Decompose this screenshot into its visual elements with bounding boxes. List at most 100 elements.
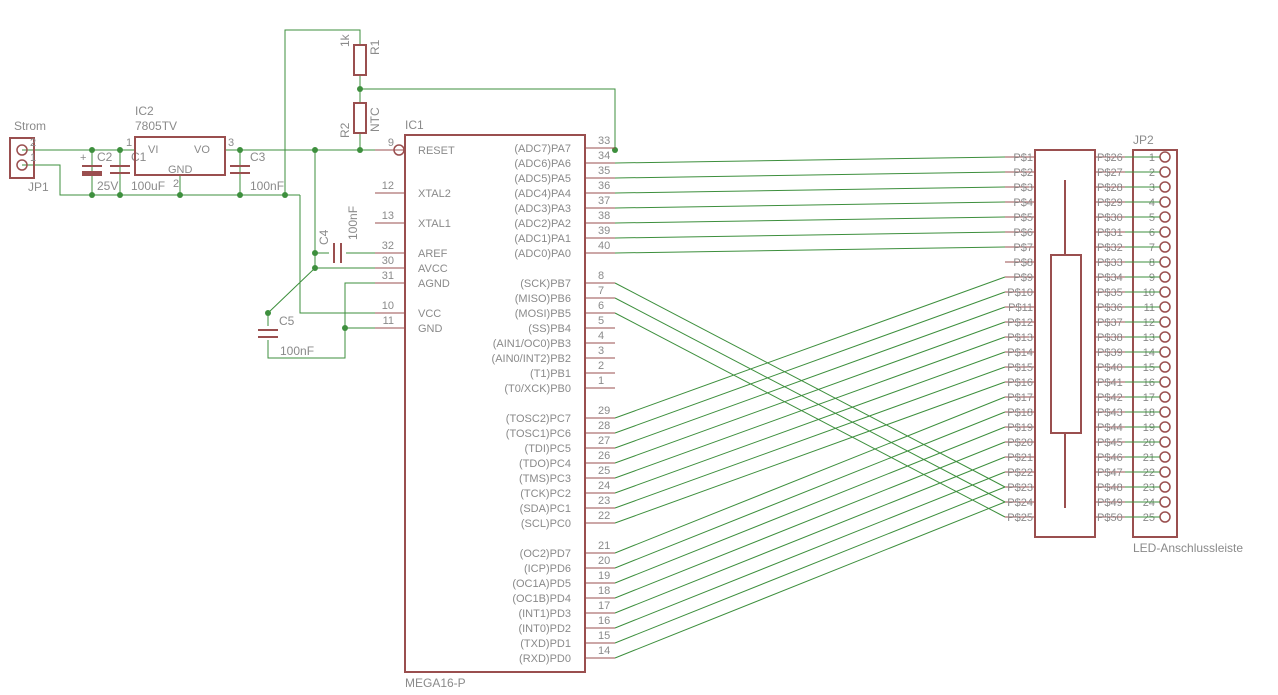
jp2-pin-number: 7 (1149, 242, 1155, 254)
ic1-pin-number: 21 (598, 540, 610, 552)
c2-value: 25V (97, 179, 118, 193)
ic1-pin-number: 23 (598, 495, 610, 507)
r1-value: 1k (338, 33, 352, 47)
c4-name: C4 (317, 229, 331, 245)
jp2-pin-circle (1159, 196, 1171, 208)
capacitor-c3: C3 100nF (230, 150, 284, 193)
jp2-pin-number: 9 (1149, 272, 1155, 284)
led-array-pin-label: P$14 (1007, 347, 1033, 359)
jp2-pin-circle (1159, 316, 1171, 328)
ic1-pin-label: AREF (418, 248, 448, 260)
c1-name: C1 (131, 150, 147, 164)
signal-wire (614, 156, 1006, 164)
ic1-pin-label: (SS)PB4 (528, 323, 571, 335)
capacitor-c2: + C2 25V (80, 150, 118, 193)
led-array-pin-label: P$45 (1097, 437, 1123, 449)
c5-name: C5 (279, 314, 295, 328)
led-array-pin-label: P$23 (1007, 482, 1033, 494)
led-array-pin-label: P$27 (1097, 167, 1123, 179)
jp2-pin-circle (1159, 361, 1171, 373)
ic1-pin-number: 4 (598, 330, 604, 342)
ic1-pin-number: 7 (598, 285, 604, 297)
ic1-pin-number: 18 (598, 585, 610, 597)
signal-wire (614, 366, 1006, 509)
led-array-pin-label: P$30 (1097, 212, 1123, 224)
jp2-pin-number: 25 (1143, 512, 1155, 524)
ic1-pin-number: 39 (598, 225, 610, 237)
jp2-pin-number: 11 (1144, 302, 1155, 314)
led-array-pin-label: P$28 (1097, 182, 1123, 194)
jp2-pin-number: 17 (1143, 392, 1155, 404)
ic1-pin-number: 29 (598, 405, 610, 417)
c2-name: C2 (97, 150, 113, 164)
ic1-pin-number: 15 (598, 630, 610, 642)
jp2-pin-circle (1159, 151, 1171, 163)
signal-wire (614, 306, 1006, 449)
ic1-pin-label: (SCK)PB7 (520, 278, 571, 290)
ic1-pin-label: (ADC0)PA0 (514, 248, 571, 260)
ic1-pin-label: (TMS)PC3 (519, 473, 571, 485)
ic1-pin-number: 6 (598, 300, 604, 312)
ic1-pin-label: (ADC5)PA5 (514, 173, 571, 185)
ic1-pin-number: 24 (598, 480, 610, 492)
jp2-pin-number: 10 (1143, 287, 1155, 299)
ic1-pin-label: (OC1B)PD4 (512, 593, 571, 605)
jp2-pin-number: 13 (1143, 332, 1155, 344)
ic1-pin-label: (T0/XCK)PB0 (504, 383, 571, 395)
led-array-pin-label: P$31 (1097, 227, 1123, 239)
led-array-pin-label: P$24 (1007, 497, 1033, 509)
ic2-name: IC2 (135, 104, 154, 118)
ic1-pin-number: 34 (598, 150, 610, 162)
led-array-pin-label: P$22 (1007, 467, 1033, 479)
jp2-pin-circle (1159, 391, 1171, 403)
jp2-pins: 1234567891011121314151617181920212223242… (1125, 151, 1171, 524)
ic1-pin-label: (ADC2)PA2 (514, 218, 571, 230)
capacitor-c1: C1 100uF (110, 150, 165, 193)
ic1-pin-number: 1 (598, 375, 604, 387)
ic2-vi-label: VI (148, 144, 158, 156)
jp2-pin-circle (1159, 376, 1171, 388)
ic1-pin-number: 8 (598, 270, 604, 282)
ic2-value: 7805TV (135, 119, 177, 133)
jp2-pin-number: 2 (1149, 167, 1155, 179)
ic1-pin-label: (OC2)PD7 (520, 548, 571, 560)
jp2-pin-number: 22 (1143, 467, 1155, 479)
signal-wire (614, 216, 1006, 224)
ic1-pin-label: (AIN0/INT2)PB2 (492, 353, 571, 365)
jp2-pin-circle (1159, 211, 1171, 223)
jp2-pin-circle (1159, 406, 1171, 418)
led-array-pin-label: P$35 (1097, 287, 1123, 299)
jp2-pin-circle (1159, 481, 1171, 493)
led-array-pin-label: P$48 (1097, 482, 1123, 494)
jp1-pin-1: 1 (30, 152, 36, 164)
jp2-pin-number: 1 (1149, 152, 1155, 164)
wires-signal (614, 156, 1006, 659)
ic1-pin-number: 5 (598, 315, 604, 327)
jp2-pin-circle (1159, 301, 1171, 313)
led-array-pin-label: P$44 (1097, 422, 1123, 434)
led-array-pin-label: P$25 (1007, 512, 1033, 524)
led-array-pin-label: P$5 (1013, 212, 1033, 224)
jp2-pin-number: 5 (1149, 212, 1155, 224)
ic1-pin-number: 25 (598, 465, 610, 477)
led-array-pin-label: P$43 (1097, 407, 1123, 419)
ic1-pin-number: 9 (388, 137, 394, 149)
led-array-pin-label: P$10 (1007, 287, 1033, 299)
jp2-pin-number: 19 (1143, 422, 1155, 434)
jp2-pin-number: 14 (1143, 347, 1155, 359)
c4-value: 100nF (346, 206, 360, 240)
ic1-pin-label: (ADC7)PA7 (514, 143, 571, 155)
jp2-pin-number: 18 (1143, 407, 1155, 419)
led-array-pin-label: P$33 (1097, 257, 1123, 269)
ic1-pin-label: (TCK)PC2 (520, 488, 571, 500)
jp2-pin-circle (1159, 181, 1171, 193)
led-array-pin-label: P$3 (1013, 182, 1033, 194)
jp2-pin-number: 16 (1143, 377, 1155, 389)
led-array-pin-label: P$9 (1013, 272, 1033, 284)
ic1-pin-label: XTAL1 (418, 218, 451, 230)
ic1-pin-label: (ADC1)PA1 (514, 233, 571, 245)
jp2-pin-number: 3 (1149, 182, 1155, 194)
capacitor-c5: C5 100nF (258, 314, 314, 358)
signal-wire (614, 486, 1006, 644)
jp2-pin-number: 8 (1149, 257, 1155, 269)
